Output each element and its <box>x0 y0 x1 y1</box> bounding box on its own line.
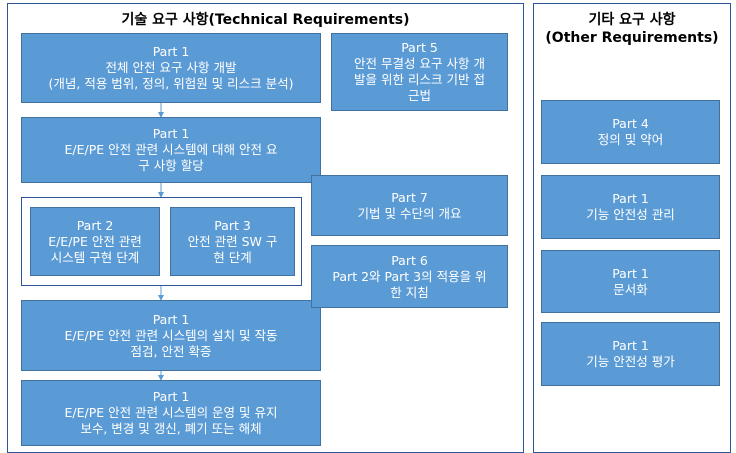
part1-installation-box: Part 1 E/E/PE 안전 관련 시스템의 설치 및 작동 점검, 안전 … <box>21 300 321 371</box>
part1-functional-safety-management-box: Part 1 기능 안전성 관리 <box>541 175 720 239</box>
box-text: 기능 안전성 관리 <box>586 207 675 222</box>
box-text: 기법 및 수단의 개요 <box>357 205 462 221</box>
part1-overall-safety-box: Part 1 전체 안전 요구 사항 개발 (개념, 적용 범위, 정의, 위험… <box>21 33 321 103</box>
part-label: Part 1 <box>152 311 190 327</box>
part7-box: Part 7 기법 및 수단의 개요 <box>311 175 508 236</box>
box-text: 안전 무결성 요구 사항 개 발을 위한 리스크 기반 접 근법 <box>354 56 485 103</box>
part2-box: Part 2 E/E/PE 안전 관련 시스템 구현 단계 <box>30 207 160 276</box>
part1-allocation-box: Part 1 E/E/PE 안전 관련 시스템에 대해 안전 요 구 사항 할당 <box>21 117 321 183</box>
part-label: Part 5 <box>401 40 438 55</box>
part1-operation-box: Part 1 E/E/PE 안전 관련 시스템의 운영 및 유지 보수, 변경 … <box>21 380 321 446</box>
box-text: 안전 관련 SW 구 현 단계 <box>187 233 278 265</box>
part-label: Part 1 <box>152 126 190 141</box>
part-label: Part 2 <box>76 217 114 233</box>
part6-box: Part 6 Part 2와 Part 3의 적용을 위 한 지침 <box>311 245 508 308</box>
part5-box: Part 5 안전 무결성 요구 사항 개 발을 위한 리스크 기반 접 근법 <box>331 33 508 111</box>
box-text: E/E/PE 안전 관련 시스템의 설치 및 작동 점검, 안전 확증 <box>64 327 278 359</box>
part-label: Part 1 <box>612 265 649 281</box>
part-label: Part 1 <box>152 44 190 59</box>
box-text: E/E/PE 안전 관련 시스템의 운영 및 유지 보수, 변경 및 갱신, 폐… <box>64 405 278 436</box>
box-text: 전체 안전 요구 사항 개발 (개념, 적용 범위, 정의, 위험원 및 리스크… <box>48 60 294 91</box>
part-label: Part 7 <box>391 189 428 205</box>
part1-functional-safety-assessment-box: Part 1 기능 안전성 평가 <box>541 322 720 386</box>
box-text: 기능 안전성 평가 <box>586 354 675 369</box>
box-text: 문서화 <box>613 281 648 297</box>
part4-box: Part 4 정의 및 약어 <box>541 100 720 164</box>
part-label: Part 4 <box>612 116 649 131</box>
other-requirements-title: 기타 요구 사항 (Other Requirements) <box>545 12 719 46</box>
box-text: Part 2와 Part 3의 적용을 위 한 지침 <box>332 268 487 300</box>
part-label: Part 1 <box>612 338 649 353</box>
part-label: Part 1 <box>612 191 649 206</box>
part-label: Part 6 <box>391 252 428 268</box>
box-text: E/E/PE 안전 관련 시스템 구현 단계 <box>48 233 142 265</box>
box-text: E/E/PE 안전 관련 시스템에 대해 안전 요 구 사항 할당 <box>64 142 278 173</box>
box-text: 정의 및 약어 <box>597 132 664 147</box>
part-label: Part 1 <box>152 389 190 404</box>
part3-box: Part 3 안전 관련 SW 구 현 단계 <box>170 207 295 276</box>
part1-documentation-box: Part 1 문서화 <box>541 250 720 313</box>
part-label: Part 3 <box>214 217 251 233</box>
technical-requirements-title: 기술 요구 사항(Technical Requirements) <box>121 12 410 28</box>
